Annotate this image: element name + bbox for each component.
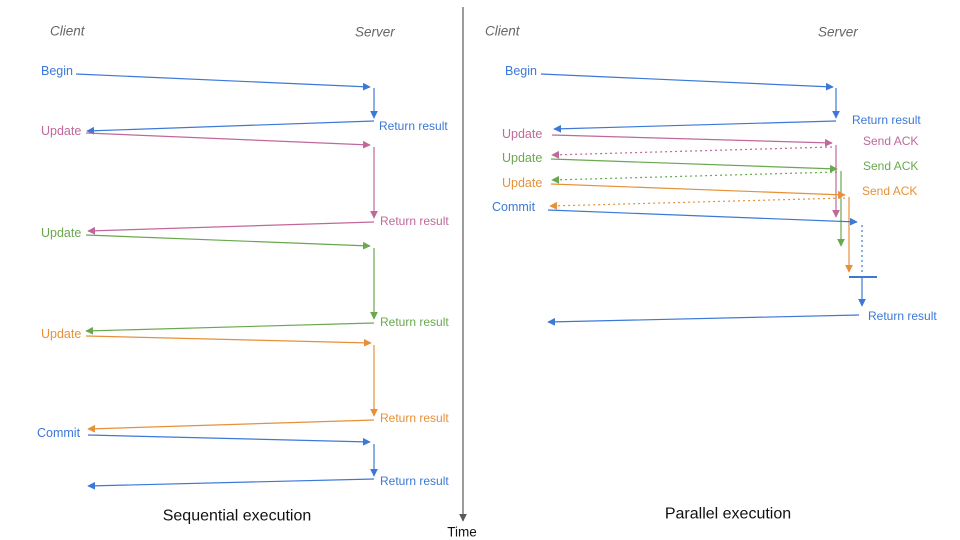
sequential-commit-request-arrow bbox=[87, 434, 371, 446]
sequential-update-return-arrow bbox=[87, 419, 375, 433]
parallel-update-request-arrow bbox=[550, 158, 838, 173]
parallel-update-label: Update bbox=[502, 176, 542, 190]
sequential-commit-return-arrow bbox=[87, 478, 375, 490]
parallel-update-request-arrow bbox=[550, 183, 846, 199]
parallel-send-ack-label: Send ACK bbox=[862, 184, 917, 198]
parallel-title: Parallel execution bbox=[665, 506, 791, 523]
sequential-update-label: Update bbox=[41, 327, 81, 341]
parallel-begin-label: Begin bbox=[505, 64, 537, 78]
parallel-update-label: Update bbox=[502, 151, 542, 165]
sequential-server-header: Server bbox=[355, 25, 395, 40]
parallel-ack-return-dotted-arrow bbox=[551, 146, 833, 159]
parallel-ack-return-dotted-arrow bbox=[549, 197, 846, 210]
sequential-update-label: Update bbox=[41, 124, 81, 138]
parallel-client-header: Client bbox=[485, 24, 521, 39]
parallel-commit-label: Commit bbox=[492, 200, 536, 214]
parallel-begin-return-arrow bbox=[553, 120, 837, 133]
parallel-commit-return-arrow bbox=[547, 314, 860, 326]
sequential-return-result-label: Return result bbox=[380, 214, 449, 228]
sequential-return-result-label: Return result bbox=[380, 315, 449, 329]
shared-time-label: Time bbox=[447, 525, 477, 540]
parallel-send-ack-label: Send ACK bbox=[863, 134, 918, 148]
sequential-return-result-label: Return result bbox=[380, 474, 449, 488]
sequential-client-header: Client bbox=[50, 24, 86, 39]
sequential-update-label: Update bbox=[41, 226, 81, 240]
sequential-update-return-arrow bbox=[85, 322, 375, 335]
parallel-send-ack-label: Send ACK bbox=[863, 159, 918, 173]
sequential-update-request-arrow bbox=[85, 234, 371, 250]
sequential-return-result-label: Return result bbox=[379, 119, 448, 133]
sequential-update-return-arrow bbox=[87, 221, 375, 235]
parallel-server-header: Server bbox=[818, 25, 858, 40]
parallel-return-result-label: Return result bbox=[868, 309, 937, 323]
parallel-update-label: Update bbox=[502, 127, 542, 141]
parallel-ack-return-dotted-arrow bbox=[551, 171, 838, 184]
parallel-return-result-label: Return result bbox=[852, 113, 921, 127]
sequential-update-request-arrow bbox=[85, 132, 371, 149]
sequential-return-result-label: Return result bbox=[380, 411, 449, 425]
sequential-begin-request-arrow bbox=[75, 73, 371, 91]
sequential-title: Sequential execution bbox=[163, 508, 312, 525]
sequential-commit-label: Commit bbox=[37, 426, 81, 440]
sequential-begin-return-arrow bbox=[86, 120, 375, 135]
parallel-update-request-arrow bbox=[551, 134, 833, 147]
sequential-update-request-arrow bbox=[85, 335, 372, 347]
sequential-begin-label: Begin bbox=[41, 64, 73, 78]
parallel-commit-request-arrow bbox=[547, 209, 858, 226]
parallel-begin-request-arrow bbox=[540, 73, 834, 91]
